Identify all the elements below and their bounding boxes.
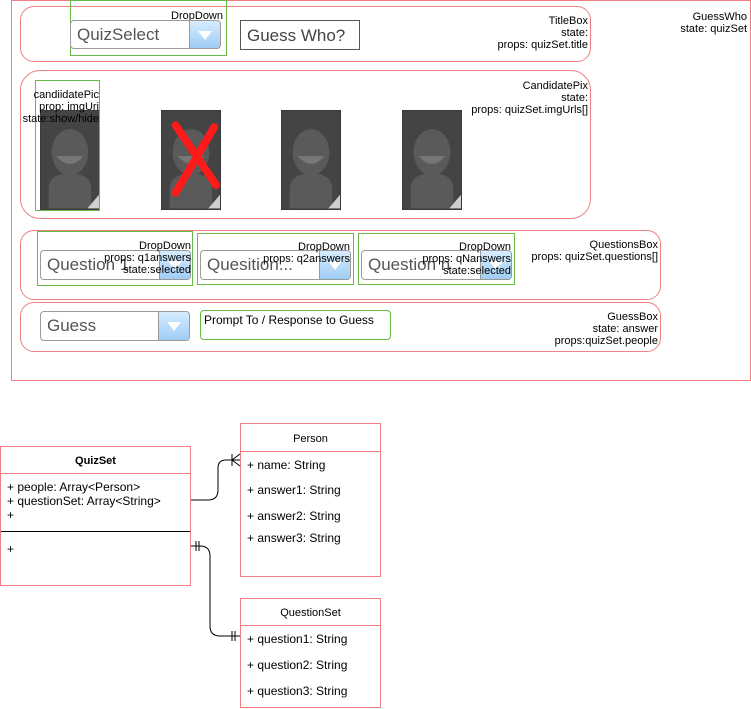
guessbox-label: GuessBox state: answer props:quizSet.peo… (555, 311, 658, 347)
questionset-attr-3: + question3: String (247, 684, 348, 698)
quizset-attr-3: + (7, 508, 15, 522)
candidatepix-label: CandidatePix state: props: quizSet.imgUr… (471, 80, 588, 116)
prompt-text: Prompt To / Response to Guess (204, 313, 374, 327)
prompt-box: Prompt To / Response to Guess (200, 310, 391, 340)
chevron-down-icon[interactable] (159, 251, 190, 279)
quizset-questionset-connector (191, 545, 240, 637)
guesswho-name: GuessWho (692, 11, 747, 23)
guessbox (20, 302, 661, 352)
quizselect-value: QuizSelect (77, 24, 160, 44)
titlebox (20, 6, 591, 62)
guessbox-props: props:quizSet.people (554, 335, 658, 347)
person-class: Person + name: String + answer1: String … (240, 423, 381, 577)
question-1-props: props: q1answers (104, 252, 191, 264)
guesswho-label: GuessWho state: quizSet (680, 11, 747, 35)
candidate-pic-name: candiidatePic (33, 89, 99, 101)
quizset-attr-2: + questionSet: Array<String> (7, 494, 161, 508)
person-attr-3: + answer2: String (247, 509, 341, 523)
questionset-class: QuestionSet + question1: String + questi… (240, 598, 381, 708)
person-attr-4: + answer3: String (247, 531, 341, 545)
quizset-class-name: QuizSet (75, 455, 116, 467)
question-n-frame (358, 233, 515, 285)
quizselect-dropdown-label: DropDown (171, 10, 223, 22)
person-class-name: Person (293, 433, 328, 445)
question-1-label: DropDown props: q1answers state:selected (104, 240, 191, 276)
candidatepix-props: props: quizSet.imgUrls[] (471, 104, 588, 116)
candidatepix-state: state: (561, 92, 588, 104)
question-2-frame (197, 233, 354, 285)
candidatepix (20, 70, 591, 219)
candidate-pic-state: state:show/hide (22, 113, 99, 125)
chevron-down-icon[interactable] (319, 251, 350, 279)
question-n-label: DropDown props: qNanswers state:selected (422, 241, 511, 277)
candidate-pic-prop: prop: imgUri (39, 101, 99, 113)
question-1-state: state:selected (123, 264, 191, 276)
questionsbox-props: props: quizSet.questions[] (531, 251, 658, 263)
question-2-dropdown-label: DropDown (298, 241, 350, 253)
title-text: Guess Who? (247, 26, 346, 45)
question-1-dropdown[interactable]: Question 1 (40, 250, 191, 280)
person-silhouette-icon (403, 111, 461, 209)
question-1-value: Question 1 (47, 255, 130, 274)
person-silhouette-icon (41, 111, 99, 209)
person-attr-2: + answer1: String (247, 483, 341, 497)
candidate-pic-3[interactable] (281, 110, 341, 210)
question-n-state: state:selected (443, 265, 511, 277)
guessbox-name: GuessBox (607, 311, 658, 323)
questionset-header-divider (241, 625, 380, 626)
many-marker-icon (231, 453, 241, 467)
candidate-pic-1[interactable] (40, 110, 100, 210)
quizselect-dropdown[interactable]: QuizSelect (70, 20, 221, 49)
person-silhouette-icon (282, 111, 340, 209)
questionset-attr-1: + question1: String (247, 632, 348, 646)
chevron-down-icon[interactable] (480, 251, 511, 279)
question-n-dropdown-label: DropDown (459, 241, 511, 253)
questionset-attr-2: + question2: String (247, 658, 348, 672)
quizset-method-1: + (7, 542, 15, 556)
one-marker-icon (195, 541, 236, 641)
guess-dropdown[interactable]: Guess (40, 311, 190, 341)
questionset-class-name: QuestionSet (280, 607, 341, 619)
questionsbox-label: QuestionsBox props: quizSet.questions[] (531, 239, 658, 263)
candidate-pic-frame (35, 80, 100, 211)
guessbox-state: state: answer (592, 323, 658, 335)
titlebox-state: state: (561, 27, 588, 39)
person-attr-1: + name: String (247, 458, 326, 472)
question-2-value: Quesition... (207, 255, 293, 274)
chevron-down-icon[interactable] (158, 312, 189, 340)
chevron-down-icon[interactable] (189, 21, 220, 48)
quizset-method-divider (1, 531, 190, 532)
candidate-pic-4[interactable] (402, 110, 462, 210)
questionsbox-name: QuestionsBox (589, 239, 658, 251)
question-2-dropdown[interactable]: Quesition... (200, 250, 351, 280)
person-header-divider (241, 451, 380, 452)
titlebox-label: TitleBox state: props: quizSet.title (498, 15, 589, 51)
question-2-label: DropDown props: q2answers (263, 241, 350, 265)
guesswho-state: state: quizSet (680, 23, 747, 35)
quizset-attr-1: + people: Array<Person> (7, 480, 141, 494)
person-silhouette-icon (162, 111, 220, 209)
question-2-props: props: q2answers (263, 253, 350, 265)
questionsbox (20, 230, 661, 300)
quizset-person-connector (191, 459, 240, 501)
question-n-dropdown[interactable]: Question n (361, 250, 512, 280)
red-cross-icon (171, 121, 220, 197)
question-1-frame (37, 231, 193, 286)
quizset-class: QuizSet + people: Array<Person> + questi… (0, 446, 191, 586)
candidate-pic-label: candiidatePic prop: imgUri state:show/hi… (23, 89, 99, 125)
titlebox-name: TitleBox (548, 15, 588, 27)
question-n-value: Question n (368, 255, 451, 274)
guess-value: Guess (47, 316, 97, 335)
candidatepix-name: CandidatePix (522, 80, 588, 92)
titlebox-props: props: quizSet.title (497, 39, 589, 51)
question-1-dropdown-label: DropDown (139, 240, 191, 252)
title-text-box: Guess Who? (240, 20, 360, 50)
quizset-header-divider (1, 473, 190, 474)
question-n-props: props: qNanswers (422, 253, 511, 265)
candidate-pic-2[interactable] (161, 110, 221, 210)
